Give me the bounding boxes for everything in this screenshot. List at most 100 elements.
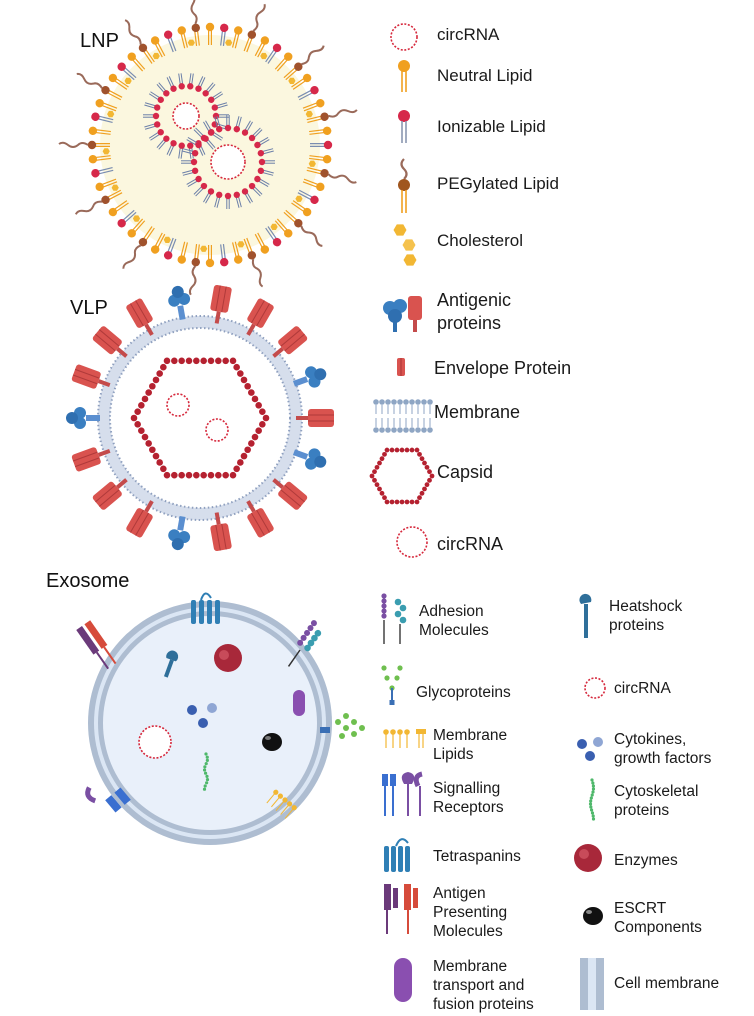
lnp-surface-lipid [309,126,332,135]
lnp-surface-lipid [124,19,155,64]
exo-cytoskeletal [202,752,210,791]
lnp-surface-lipid [177,241,189,264]
lnp-inner-lipid [224,192,232,209]
lnp-cholesterol [152,52,160,60]
exo-transport-protein [293,690,305,716]
exo-cytokine [187,705,197,715]
lnp-inner-lipid [193,182,208,197]
lnp-inner-lipid [254,137,270,149]
lnp-inner-lipid [214,116,223,133]
lnp-surface-lipid [205,22,215,45]
exo-antigen-presenting [76,620,117,670]
vlp-envelope-spike [126,500,154,538]
lnp-inner-lipid [187,73,194,90]
vlp-circrna [205,418,229,442]
lnp-surface-lipid [88,155,111,164]
legend-icon-glycoprotein [381,665,403,705]
lnp-surface-lipid [177,26,189,49]
legend-icon-membrane-lipids [383,729,426,748]
exo-escrt [262,733,282,751]
vlp-envelope-spike [292,366,327,388]
legend-membrane-transport: Membrane transport and fusion proteins [433,958,534,1013]
legend-icon-membrane [373,399,433,433]
lnp-surface-lipid [231,26,243,49]
lnp-cholesterol [124,77,132,84]
lnp-inner-lipid [178,73,185,90]
legend-capsid: Capsid [437,462,494,482]
lnp-inner-lipid [148,129,164,141]
lnp-inner-lipid [233,116,242,133]
legend-antigenic-proteins: Antigenic proteins [437,290,512,333]
legend-ionizable-lipid: Ionizable Lipid [437,117,546,136]
legend-icon-enzymes [574,844,602,872]
legend-icon-escrt [583,907,603,925]
lnp-cholesterol [308,160,316,167]
legend-icon-cytoskeletal [588,778,596,821]
lnp-inner-lipid [203,188,215,204]
lnp-surface-lipid [91,166,114,178]
lnp-surface-lipid [302,178,325,192]
exo-lumen [103,616,317,830]
lnp-inner-lipid [195,76,206,92]
vlp-envelope-spike [272,478,308,510]
legend-icon-cytokine [593,737,603,747]
vlp-envelope-spike [71,364,111,389]
vlp-envelope-spike [246,500,274,538]
vlp-envelope-spike [92,326,128,358]
lnp-surface-lipid [306,109,358,124]
legend-icon-cell-membrane [580,958,604,1010]
legend-adhesion-molecules: Adhesion Molecules [419,603,489,639]
lnp-cholesterol [107,110,115,118]
legend-escrt: ESCRT Components [614,900,702,936]
lnp-surface-lipid [122,226,155,269]
lnp-surface-lipid [127,52,146,72]
lnp-surface-lipid [302,98,325,112]
vlp-envelope-spike [66,407,100,429]
lnp-inner-lipid [144,102,161,111]
lnp-inner-lipid [148,91,164,103]
legend-icon-circrna-vlp [396,526,428,558]
lnp-surface-lipid [283,45,325,81]
lnp-surface-lipid [274,52,293,72]
exo-cytokine [207,703,217,713]
vlp-particle [66,284,334,552]
lnp-surface-lipid [297,85,319,101]
lnp-inner-lipid [248,127,263,142]
lnp-inner-lipid [211,102,228,111]
lnp-surface-lipid [297,189,319,205]
lnp-cholesterol [270,223,278,230]
lnp-surface-lipid [88,126,111,135]
lnp-surface-lipid [265,226,282,247]
lnp-inner-lipid [248,182,263,197]
lnp-surface-lipid [231,241,243,264]
lnp-surface-lipid [188,244,200,296]
legend-icon-adhesion [381,593,407,644]
lnp-inner-lipid [156,82,170,97]
lnp-circrna [210,144,246,180]
vlp-envelope-spike [210,512,232,552]
legend-membrane: Membrane [434,402,521,422]
legend-icon-tetraspanins [384,838,410,872]
vlp-envelope-spike [168,515,191,551]
lnp-inner-lipid [203,120,215,136]
legend-heatshock: Heatshock proteins [609,598,683,634]
exo-adhesion [287,620,322,667]
vlp-circrna [166,393,190,417]
lnp-inner-micelle [181,115,275,209]
lnp-surface-lipid [220,23,229,46]
legend-circrna-exo: circRNA [614,680,671,697]
legend-signalling-receptors: Signalling Receptors [433,780,504,816]
legend-pegylated-lipid: PEGylated Lipid [437,174,559,193]
lnp-inner-lipid [186,137,202,149]
lnp-inner-lipid [241,188,253,204]
lnp-surface-lipid [76,72,123,101]
lnp-surface-lipid [291,200,312,217]
lnp-cholesterol [200,245,208,252]
lnp-surface-lipid [108,73,129,90]
legend-icon-circrna-exo [584,677,606,699]
lnp-surface-lipid [74,189,123,215]
vlp-envelope-spike [292,448,327,470]
lnp-particle [58,0,358,296]
lnp-surface-lipid [127,218,146,238]
